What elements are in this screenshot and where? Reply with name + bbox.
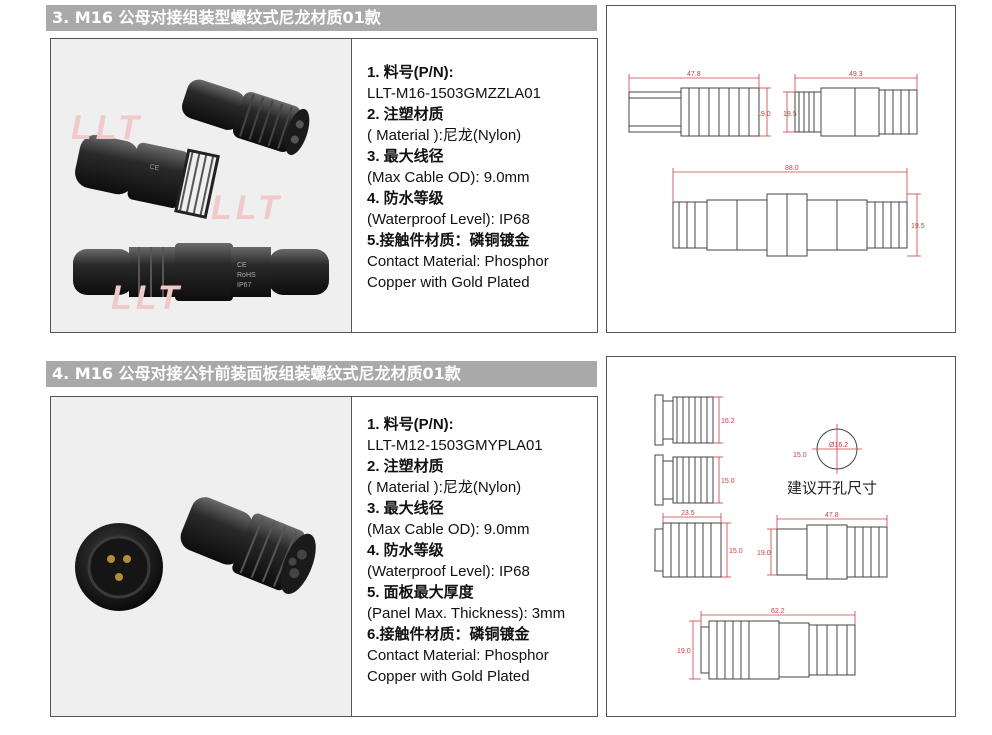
section-4-photo (50, 396, 352, 717)
dim-label: 19.5 (911, 223, 925, 230)
dim-label: 15.0 (729, 548, 743, 555)
spec-line: (Waterproof Level): IP68 (367, 563, 530, 580)
dim-label: 15.0 (793, 452, 807, 459)
spec-line: LLT-M16-1503GMZZLA01 (367, 85, 541, 102)
connector-photo-image: CE CE RoHS IP67 (73, 79, 329, 301)
hole-size-caption: 建议开孔尺寸 (787, 479, 877, 497)
spec-line: 3. 最大线径 (367, 148, 444, 165)
section-4-header: 4. M16 公母对接公针前装面板组装螺纹式尼龙材质01款 (46, 361, 597, 387)
female-plug (180, 497, 316, 595)
spec-line: Contact Material: Phosphor (367, 647, 549, 664)
spec-line: Contact Material: Phosphor (367, 253, 549, 270)
section-3-dimension-drawing: 47.8 19.0 49.3 19.5 88.0 19.5 (628, 71, 925, 257)
panel-connector (75, 523, 163, 611)
spec-line: 4. 防水等级 (367, 542, 444, 559)
ip67-mark: IP67 (237, 282, 252, 289)
dim-label: 19.5 (783, 111, 797, 118)
watermark: LLT (71, 109, 143, 147)
section-3-drawing-box: 47.8 19.0 49.3 19.5 88.0 19.5 (606, 5, 956, 333)
dim-label: Ø16.2 (829, 442, 848, 449)
dim-label: 88.0 (785, 165, 799, 172)
dim-label: 19.0 (757, 550, 771, 557)
spec-line: (Panel Max. Thickness): 3mm (367, 605, 566, 622)
ce-mark: CE (149, 163, 160, 172)
dim-label: 47.8 (687, 71, 701, 78)
section-4-dimension-drawing: 16.2 15.0 23.5 15.0 15.0 Ø16.2 47.8 19.0… (654, 394, 888, 680)
dim-label: 47.8 (825, 512, 839, 519)
spec-line: 5. 面板最大厚度 (367, 584, 474, 601)
spec-line: (Waterproof Level): IP68 (367, 211, 530, 228)
section-4-spec-box: 1. 料号(P/N): LLT-M12-1503GMYPLA01 2. 注塑材质… (351, 396, 598, 717)
spec-line: 2. 注塑材质 (367, 106, 444, 123)
dim-label: 62.2 (771, 608, 785, 615)
spec-line: 1. 料号(P/N): (367, 64, 454, 81)
spec-line: Copper with Gold Plated (367, 274, 530, 291)
section-3-spec-box: 1. 料号(P/N): LLT-M16-1503GMZZLA01 2. 注塑材质… (351, 38, 598, 333)
watermark: LLT (111, 279, 183, 317)
dim-label: 16.2 (721, 418, 735, 425)
section-3-photo: LLT LLT LLT CE (50, 38, 352, 333)
spec-line: ( Material ):尼龙(Nylon) (367, 479, 522, 496)
male-connector: CE (75, 134, 220, 219)
dim-label: 49.3 (849, 71, 863, 78)
spec-list: 1. 料号(P/N): LLT-M16-1503GMZZLA01 2. 注塑材质… (367, 62, 549, 293)
spec-line: 5.接触件材质：磷铜镀金 (367, 232, 530, 249)
assembled-connector: CE RoHS IP67 (73, 243, 329, 301)
dim-label: 19.0 (677, 648, 691, 655)
female-connector (181, 79, 310, 155)
spec-line: 1. 料号(P/N): (367, 416, 454, 433)
spec-line: LLT-M12-1503GMYPLA01 (367, 437, 543, 454)
spec-line: 2. 注塑材质 (367, 458, 444, 475)
spec-line: (Max Cable OD): 9.0mm (367, 521, 530, 538)
ce-mark: CE (237, 262, 247, 269)
dim-label: 19.0 (757, 111, 771, 118)
spec-line: Copper with Gold Plated (367, 668, 530, 685)
spec-list: 1. 料号(P/N): LLT-M12-1503GMYPLA01 2. 注塑材质… (367, 414, 565, 687)
watermark: LLT (211, 189, 283, 227)
spec-line: 4. 防水等级 (367, 190, 444, 207)
connector-photo-image (75, 497, 316, 611)
rohs-mark: RoHS (237, 272, 256, 279)
spec-line: 6.接触件材质：磷铜镀金 (367, 626, 530, 643)
section-4-drawing-box: 16.2 15.0 23.5 15.0 15.0 Ø16.2 47.8 19.0… (606, 356, 956, 717)
dim-label: 15.0 (721, 478, 735, 485)
spec-line: (Max Cable OD): 9.0mm (367, 169, 530, 186)
dim-label: 23.5 (681, 510, 695, 517)
section-3-header: 3. M16 公母对接组装型螺纹式尼龙材质01款 (46, 5, 597, 31)
spec-line: ( Material ):尼龙(Nylon) (367, 127, 522, 144)
spec-line: 3. 最大线径 (367, 500, 444, 517)
